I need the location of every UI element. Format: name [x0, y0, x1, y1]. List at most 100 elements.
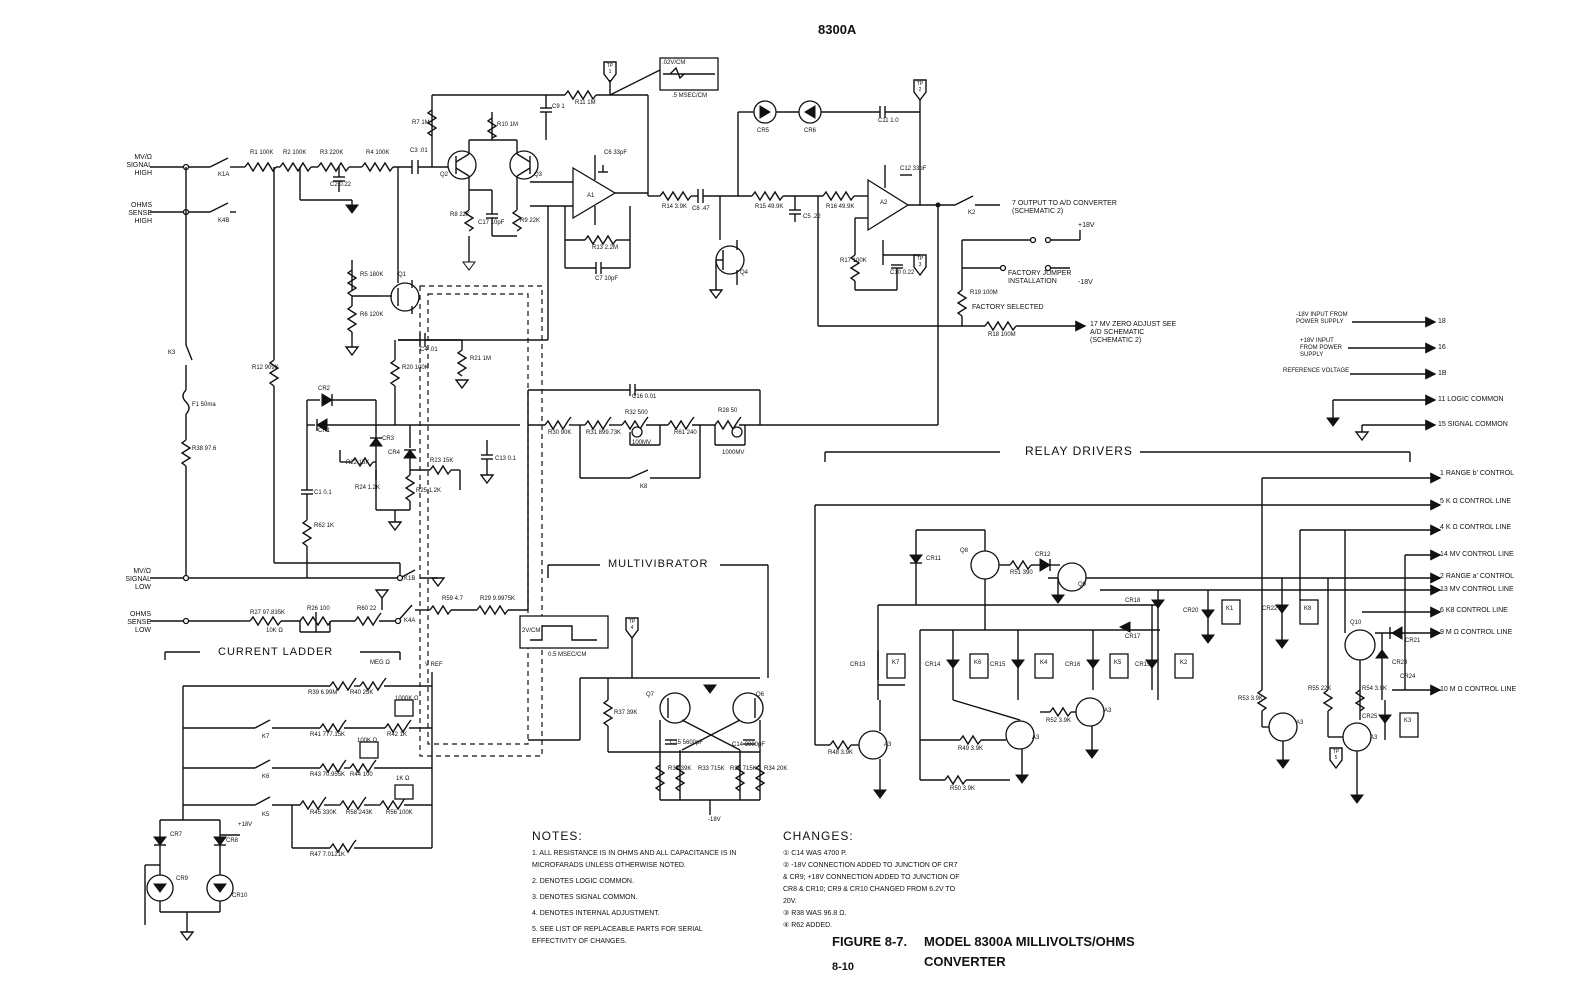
component-label-r61: R61 240 — [674, 430, 697, 436]
component-label-r44: R44 100 — [350, 772, 373, 778]
control-line-5: 5 K Ω CONTROL LINE — [1440, 498, 1512, 505]
change-text: R62 ADDED. — [791, 922, 833, 929]
component-label-k4b: K4B — [218, 218, 230, 224]
supply-minus18-pin: 18 — [1438, 318, 1446, 325]
figure-title-line1: MODEL 8300A MILLIVOLTS/OHMS — [924, 934, 1135, 949]
component-label-c7: C7 10pF — [595, 276, 619, 282]
component-label-r45: R45 330K — [310, 810, 337, 816]
component-label-a3c: A3 — [1104, 708, 1112, 714]
component-label-c1: C1 0.1 — [314, 490, 332, 496]
component-label-r50: R50 3.9K — [950, 786, 976, 792]
component-label-q6: Q6 — [756, 692, 765, 698]
component-label-q2: Q2 — [440, 172, 449, 178]
component-label-r58: R58 243K — [346, 810, 373, 816]
control-line-10: 10 M Ω CONTROL LINE — [1440, 686, 1517, 693]
signal-common-label: 15 SIGNAL COMMON — [1438, 421, 1508, 428]
component-label-cr16: CR16 — [1065, 662, 1081, 668]
component-label-k7: K7 — [262, 734, 270, 740]
tp1: TP 1 — [606, 63, 614, 75]
change-item: ② -18V CONNECTION ADDED TO JUNCTION OF C… — [783, 862, 960, 905]
component-label-minus18: -18V — [708, 817, 721, 823]
component-label-r62: R62 1K — [314, 523, 335, 529]
component-label-r17: R17 100K — [840, 258, 867, 264]
component-label-r14: R14 3.9K — [662, 204, 688, 210]
changes-block: CHANGES: ① C14 WAS 4700 P. ② -18V CONNEC… — [783, 830, 963, 932]
component-label-cr14: CR14 — [925, 662, 941, 668]
component-label-k6: K6 — [262, 774, 270, 780]
component-label-plus18: +18V — [238, 822, 253, 828]
change-text: R38 WAS 96.8 Ω. — [791, 910, 847, 917]
component-label-cr20: CR20 — [1183, 608, 1199, 614]
component-label-r9: R9 22K — [520, 218, 541, 224]
component-label-a1: A1 — [587, 193, 595, 199]
note-item: 2. DENOTES LOGIC COMMON. — [532, 878, 634, 885]
component-label-k1: 1K Ω — [396, 776, 410, 782]
change-item: ④ R62 ADDED. — [783, 922, 833, 929]
component-label-r55: R55 22K — [1308, 686, 1332, 692]
tp3: TP 3 — [916, 256, 924, 268]
factory-jumper-label: FACTORY JUMPER INSTALLATION — [1008, 270, 1072, 285]
component-label-c16: C16 0.01 — [632, 394, 657, 400]
notes-title: NOTES: — [532, 829, 583, 843]
component-label-r51: R51 390 — [1010, 570, 1033, 576]
component-label-q7: Q7 — [646, 692, 655, 698]
component-label-r15: R15 49.9K — [755, 204, 784, 210]
component-label-r29: R29 9.9975K — [480, 596, 516, 602]
component-label-r8: R8 22K — [450, 212, 471, 218]
component-label-cr8: CR8 — [226, 838, 239, 844]
supply-plus18: +18V INPUT FROM POWER SUPPLY — [1300, 338, 1342, 358]
component-label-r48: R48 3.9K — [828, 750, 854, 756]
component-label-r23: R23 15K — [430, 458, 454, 464]
component-label-r16: R16 49.9K — [826, 204, 855, 210]
component-label-cr9: CR9 — [176, 876, 189, 882]
note-item: 4. DENOTES INTERNAL ADJUSTMENT. — [532, 910, 660, 917]
change-text: -18V CONNECTION ADDED TO JUNCTION OF CR7… — [783, 862, 960, 905]
component-label-r12: R12 909K — [252, 365, 279, 371]
component-label-q10: Q10 — [1350, 620, 1362, 626]
component-label-r19: R19 100M — [970, 290, 998, 296]
component-label-q1: Q1 — [398, 272, 407, 278]
component-label-r5: R5 180K — [360, 272, 384, 278]
component-label-q3: Q3 — [534, 172, 543, 178]
component-label-r31: R31 899.73K — [586, 430, 622, 436]
component-label-r30: R30 90K — [548, 430, 572, 436]
component-label-r25: R25 1.2K — [416, 488, 442, 494]
component-label-cr6: CR6 — [804, 128, 817, 134]
component-label-r21: R21 1M — [470, 356, 492, 362]
component-label-a3d: A3 — [1296, 720, 1304, 726]
component-label-c17: C17 10pF — [478, 220, 505, 226]
component-label-cr23: CR23 — [1392, 660, 1408, 666]
component-label-k2b: K2 — [1180, 660, 1188, 666]
component-label-r53: R53 3.9K — [1238, 696, 1264, 702]
component-label-k1a: K1A — [218, 172, 230, 178]
component-label-r32: R32 500 — [625, 410, 648, 416]
component-label-cr15: CR15 — [990, 662, 1006, 668]
component-label-r18: R18 100M — [988, 332, 1016, 338]
component-label-k4: K4 — [1040, 660, 1048, 666]
output-stage — [648, 79, 1087, 425]
component-label-r42: R42 1K — [387, 732, 408, 738]
component-label-r41: R41 777.15K — [310, 732, 346, 738]
supply-vref-pin: 1B — [1438, 370, 1447, 377]
component-label-k3b: K3 — [1404, 718, 1412, 724]
scope-tp1-horiz: .5 MSEC/CM — [672, 93, 708, 99]
component-label-k1000: 1000K Ω — [395, 696, 419, 702]
preamp — [398, 57, 719, 341]
component-label-k5b: K5 — [1114, 660, 1122, 666]
component-label-r49: R49 3.9K — [958, 746, 984, 752]
component-label-k3: K3 — [168, 350, 176, 356]
component-label-k100: 100K Ω — [357, 738, 378, 744]
component-label-r34: R34 20K — [764, 766, 788, 772]
component-label-r40: R40 25K — [350, 690, 374, 696]
component-label-cr17: CR17 — [1125, 634, 1141, 640]
tp4: TP 4 — [628, 619, 636, 631]
supply-vref: REFERENCE VOLTAGE — [1283, 368, 1350, 374]
scope-tp4-vert: 2V/CM — [522, 628, 541, 634]
component-label-c13: C13 0.1 — [495, 456, 517, 462]
component-label-cr10: CR10 — [232, 893, 248, 899]
minus18-label: -18V — [1078, 279, 1093, 286]
note-item: 1. ALL RESISTANCE IS IN OHMS AND ALL CAP… — [532, 850, 737, 869]
component-label-r10: R10 1M — [497, 122, 519, 128]
